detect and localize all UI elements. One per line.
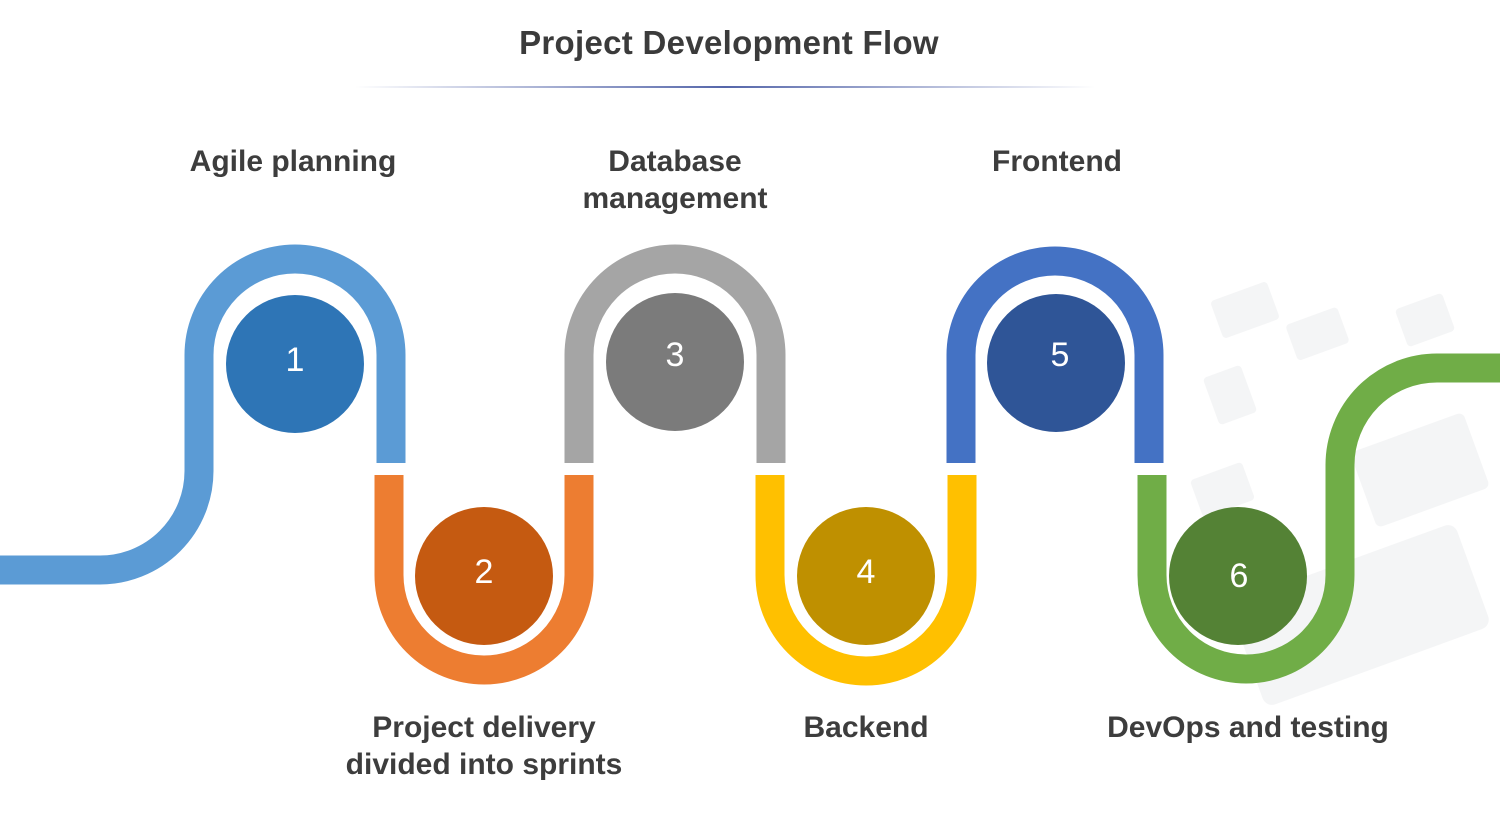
step-2-circle <box>415 507 553 645</box>
step-5-label-line: Frontend <box>992 145 1122 178</box>
step-3-node: 3 <box>606 293 744 431</box>
step-4-label-line: Backend <box>803 711 929 744</box>
step-5-label: Frontend <box>907 143 1207 180</box>
step-2-track <box>374 475 594 685</box>
step-1-track <box>0 244 406 585</box>
step-2-label: Project delivery divided into sprints <box>304 709 664 783</box>
step-5-node: 5 <box>987 294 1125 432</box>
step-1-label: Agile planning <box>143 143 443 180</box>
step-1-node: 1 <box>226 295 364 433</box>
step-3-number: 3 <box>666 336 685 374</box>
step-6-track <box>1137 353 1500 684</box>
step-2-label-line: Project delivery <box>372 711 596 744</box>
step-5-circle <box>987 294 1125 432</box>
step-4-number: 4 <box>857 553 876 591</box>
step-4-track <box>755 475 977 686</box>
title-underline <box>355 86 1095 88</box>
step-6-label-line: DevOps and testing <box>1107 711 1389 744</box>
step-4-circle <box>797 507 935 645</box>
step-3-track <box>564 244 786 463</box>
step-2-node: 2 <box>415 507 553 645</box>
step-6-number: 6 <box>1230 557 1249 595</box>
step-5-track <box>946 246 1164 463</box>
step-6-circle <box>1169 507 1307 645</box>
step-2-label-line: divided into sprints <box>345 748 623 781</box>
step-6-label: DevOps and testing <box>1078 709 1418 746</box>
step-2-number: 2 <box>475 553 494 591</box>
step-4-label: Backend <box>716 709 1016 746</box>
step-4-node: 4 <box>797 507 935 645</box>
step-3-label-line: Database <box>608 145 742 178</box>
step-6-node: 6 <box>1169 507 1307 645</box>
step-5-number: 5 <box>1051 336 1070 374</box>
step-1-number: 1 <box>286 341 305 379</box>
page-title: Project Development Flow <box>519 24 939 61</box>
step-3-circle <box>606 293 744 431</box>
step-3-label-line: management <box>582 182 768 215</box>
step-1-label-line: Agile planning <box>189 145 397 178</box>
step-3-label: Database management <box>525 143 825 217</box>
step-1-circle <box>226 295 364 433</box>
